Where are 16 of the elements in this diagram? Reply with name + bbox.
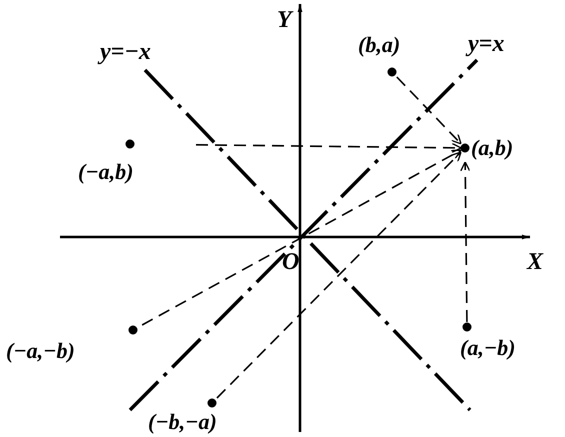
arrow [142, 150, 462, 326]
line-label: y=x [468, 32, 504, 56]
arrow [196, 142, 462, 154]
arrow [216, 151, 462, 399]
coordinate-label: (a,−b) [460, 337, 516, 359]
axis-label: X [527, 250, 544, 274]
arrow [460, 161, 470, 322]
axis-label: Y [277, 8, 292, 32]
arrow [396, 76, 462, 144]
line-label: y=−x [100, 40, 151, 64]
coordinate-label: (−a,−b) [6, 340, 75, 362]
coordinate-label: (a,b) [471, 137, 514, 159]
coordinate-label: (b,a) [358, 34, 400, 56]
origin-label: O [282, 250, 300, 274]
coordinate-label: (−b,−a) [148, 411, 217, 433]
coordinate-label: (−a,b) [78, 161, 134, 183]
